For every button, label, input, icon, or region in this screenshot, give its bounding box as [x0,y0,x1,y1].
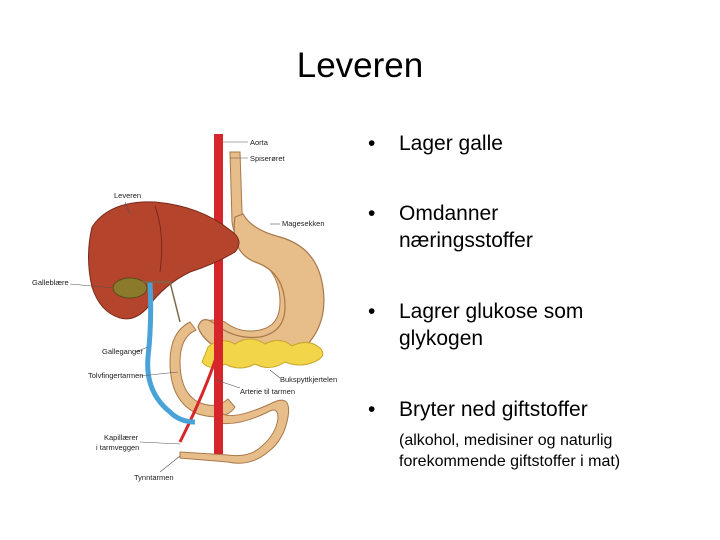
subtext-line1: (alkohol, medisiner og naturlig [399,432,613,449]
bile-duct [145,281,196,425]
duodenum-shape [169,321,236,418]
bullet-text-line1: Lagrer glukose som [399,300,584,323]
bullet-text-line1: Omdanner [399,202,499,225]
label-arterie: Arterie til tarmen [240,387,295,396]
label-spiseroret: Spiserøret [250,154,286,163]
subtext-line2: forekommende giftstoffer i mat) [399,453,621,470]
label-galleganger: Galleganger [102,347,143,356]
bullet-dot: • [368,132,376,155]
label-leveren: Leveren [114,191,141,200]
label-bukspyttkjertelen: Bukspyttkjertelen [280,375,337,384]
liver-anatomy-illustration: Aorta Spiserøret Leveren Magesekken Gall… [30,122,360,492]
label-kapillarer-line2: i tarmveggen [96,443,139,452]
bullet-subtext: (alkohol, medisiner og naturlig forekomm… [399,430,620,472]
aorta-vessel [214,134,223,454]
gallbladder-shape [112,277,148,299]
bullet-dot: • [368,202,376,225]
bullet-text: Lager galle [399,132,503,155]
leader-lines [69,141,281,473]
stomach-shape [197,213,325,361]
pancreas-shape [201,338,324,369]
label-kapillarer-line1: Kapillærer [104,433,139,442]
slide-title: Leveren [296,46,424,85]
hepatic-duct [142,281,181,323]
bullet-dot: • [368,300,376,323]
anatomy-svg: Aorta Spiserøret Leveren Magesekken Gall… [32,134,337,482]
bullet-text-line2: næringsstoffer [399,229,533,252]
small-intestine-shape [179,399,290,464]
label-galleblaera: Galleblære [32,278,69,287]
bullet-text: Bryter ned giftstoffer [399,398,588,421]
label-aorta: Aorta [250,138,269,147]
bullet-text-line2: glykogen [399,327,484,350]
mesenteric-artery [178,351,220,443]
bullet-dot: • [368,398,376,421]
liver-lobe-line [154,205,163,273]
label-tynntarmen: Tynntarmen [134,473,174,482]
label-tolvfingertarmen: Tolvfingertarmen [88,371,143,380]
label-magesekken: Magesekken [282,219,325,228]
